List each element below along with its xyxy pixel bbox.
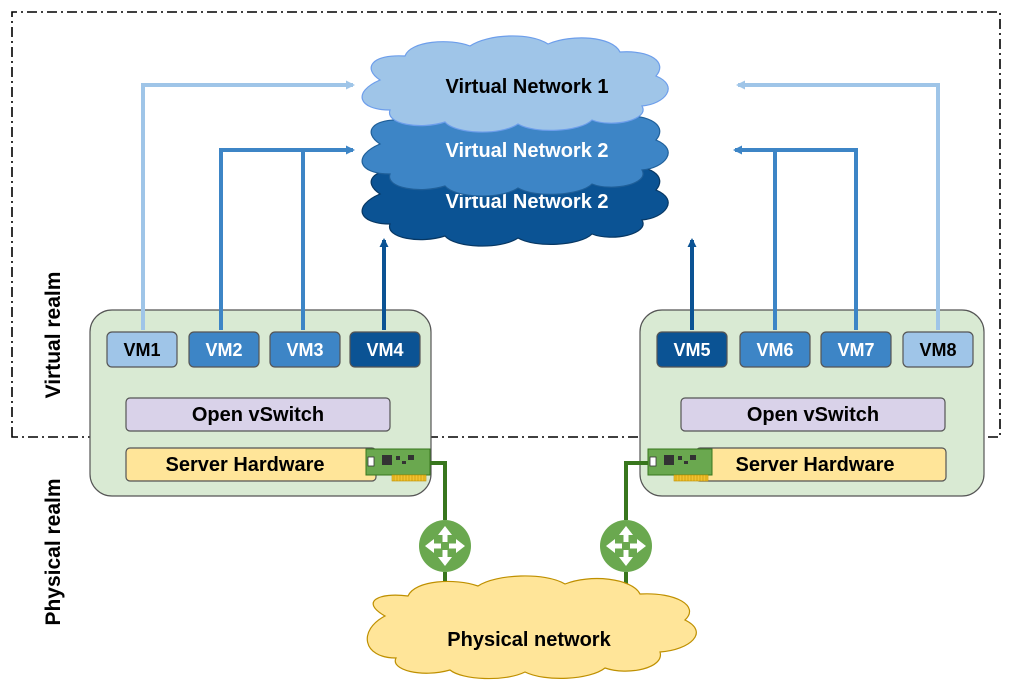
virtual-network-1-cloud: Virtual Network 1	[361, 35, 669, 133]
right-router-icon	[600, 520, 652, 572]
vm7-box	[820, 331, 892, 368]
left-server-hardware-label: Server Hardware	[166, 454, 325, 476]
vm3-box	[269, 331, 341, 368]
vn1-arrows	[141, 80, 940, 330]
vm6-box	[739, 331, 811, 368]
vm4-label: VM4	[366, 340, 403, 360]
vm1-box	[106, 331, 178, 368]
left-open-vswitch-label: Open vSwitch	[192, 404, 324, 426]
vm4-box	[349, 331, 421, 368]
right-open-vswitch	[680, 397, 946, 432]
physical-realm-label: Physical realm	[42, 478, 65, 625]
vm1-label: VM1	[123, 340, 160, 360]
virtual-network-1-label: Virtual Network 1	[445, 76, 608, 98]
virtual-network-2-label: Virtual Network 2	[445, 140, 608, 162]
vn3-arrows	[379, 238, 697, 330]
vm8-box	[902, 331, 974, 368]
vm5-box	[656, 331, 728, 368]
vm8-label: VM8	[919, 340, 956, 360]
physical-network-label: Physical network	[447, 629, 611, 651]
vm2-box	[188, 331, 260, 368]
vm3-label: VM3	[286, 340, 323, 360]
physical-network-cloud: Physical network	[366, 575, 697, 680]
vm6-label: VM6	[756, 340, 793, 360]
right-server-hardware-label: Server Hardware	[736, 454, 895, 476]
vm5-label: VM5	[673, 340, 710, 360]
left-open-vswitch	[125, 397, 391, 432]
virtual-realm-label: Virtual realm	[42, 272, 65, 399]
left-router-icon	[419, 520, 471, 572]
vm7-label: VM7	[837, 340, 874, 360]
right-open-vswitch-label: Open vSwitch	[747, 404, 879, 426]
vm2-label: VM2	[205, 340, 242, 360]
vn2-arrows	[219, 145, 858, 330]
